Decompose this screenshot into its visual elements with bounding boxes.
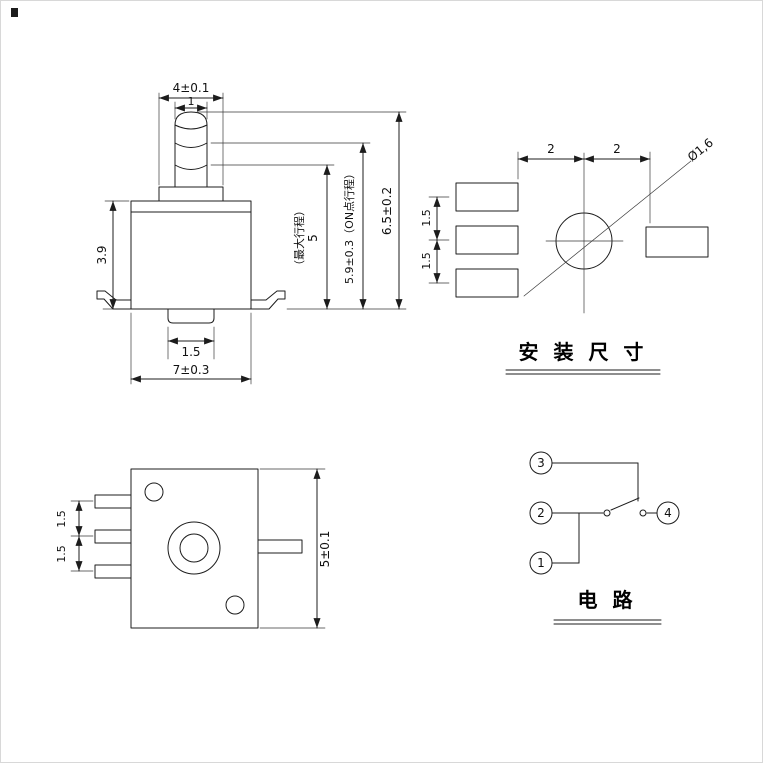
terminal-3-label: 3	[537, 456, 545, 470]
mounting-view: Ø1,6 2 2 1.5 1.5 安 装 尺 寸	[420, 135, 716, 375]
terminal-2-label: 2	[537, 506, 545, 520]
right-foot	[250, 290, 286, 310]
locating-hole-2	[225, 595, 245, 615]
switch-contact-left	[603, 509, 611, 517]
dim-pad-pitch-bottom: 1.5	[420, 252, 433, 270]
dim-top-view-height: 5±0.1	[318, 531, 332, 568]
hole-diameter-leader	[523, 160, 692, 297]
pin-left-1	[94, 494, 132, 509]
dim-pin-pitch-top: 1.5	[55, 510, 68, 528]
actuator-outer-circle	[167, 521, 221, 575]
front-view: 4±0.1 1 3.9 （最大行程） 5 5.9±0.3（ON点行程） 6.5±…	[95, 81, 407, 385]
actuator-inner-ring	[179, 533, 209, 563]
switch-blade	[610, 497, 640, 511]
mounting-view-title: 安 装 尺 寸	[519, 340, 648, 364]
dim-body-height: 3.9	[95, 245, 109, 264]
dim-body-width: 7±0.3	[173, 363, 210, 377]
dim-total-height: 6.5±0.2	[380, 187, 394, 235]
scan-artifact-mark	[11, 8, 18, 17]
bottom-boss	[167, 308, 215, 324]
left-foot	[96, 290, 132, 310]
dim-max-travel-note: （最大行程）	[292, 205, 306, 271]
dim-on-point-travel: 5.9±0.3（ON点行程）	[343, 168, 356, 284]
pad-left-2	[455, 225, 519, 255]
locating-hole-1	[144, 482, 164, 502]
dim-pin-pitch-bottom: 1.5	[55, 545, 68, 563]
pin-left-3	[94, 564, 132, 579]
dim-pitch-left: 2	[547, 142, 555, 156]
dim-hole-diameter: Ø1,6	[685, 135, 716, 164]
dim-boss-width: 1.5	[181, 345, 200, 359]
circuit-view: 3 2 1 4 电 路	[529, 451, 680, 625]
top-view-body	[130, 468, 259, 629]
dim-tip-width: 1	[188, 95, 195, 108]
plunger-outline	[174, 111, 208, 188]
dim-top-width: 4±0.1	[173, 81, 210, 95]
switch-body	[130, 200, 252, 310]
top-view: 1.5 1.5 5±0.1	[55, 468, 332, 629]
terminal-1-label: 1	[537, 556, 545, 570]
bushing	[158, 186, 224, 202]
pin-right	[257, 539, 303, 554]
dim-pad-pitch-top: 1.5	[420, 209, 433, 227]
pad-left-3	[455, 268, 519, 298]
pad-left-1	[455, 182, 519, 212]
pin-left-2	[94, 529, 132, 544]
circuit-wiring	[551, 462, 658, 564]
dim-max-travel-value: 5	[306, 234, 320, 242]
circuit-view-title: 电 路	[578, 588, 637, 612]
dim-pitch-right: 2	[613, 142, 621, 156]
plunger-arc-3	[174, 164, 208, 170]
pad-right	[645, 226, 709, 258]
switch-contact-right	[639, 509, 647, 517]
plunger-arc-2	[174, 142, 208, 148]
plunger-arc-1	[174, 124, 208, 130]
terminal-4-label: 4	[664, 506, 672, 520]
